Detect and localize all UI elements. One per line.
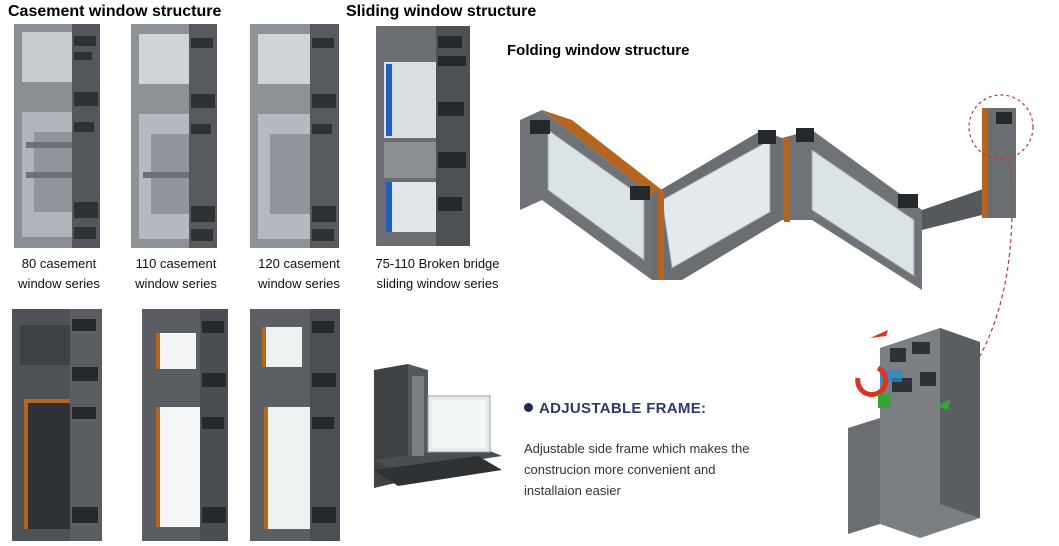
detail-callout-circle bbox=[966, 92, 1036, 162]
casement-110-caption: 110 casement window series bbox=[120, 254, 232, 294]
casement-120-profile-image bbox=[248, 22, 343, 250]
casement-110-wood-profile-image bbox=[140, 307, 232, 543]
bullet-icon bbox=[524, 403, 533, 412]
sliding-caption-line2: sliding window series bbox=[376, 276, 499, 291]
casement-heading: Casement window structure bbox=[8, 3, 222, 20]
sliding-heading: Sliding window structure bbox=[346, 3, 537, 20]
sliding-corner-detail-image bbox=[368, 360, 508, 500]
casement-120-caption-line2: window series bbox=[258, 276, 340, 291]
adjustable-frame-desc-line3: installaion easier bbox=[524, 483, 621, 498]
casement-80-caption: 80 casement window series bbox=[4, 254, 114, 294]
casement-110-profile-image bbox=[129, 22, 221, 250]
casement-120-caption-line1: 120 casement bbox=[258, 256, 340, 271]
sliding-profile-image bbox=[374, 22, 474, 250]
casement-110-caption-line2: window series bbox=[135, 276, 217, 291]
casement-110-caption-line1: 110 casement bbox=[135, 256, 217, 271]
adjustable-frame-profile-image bbox=[840, 318, 1010, 540]
sliding-caption: 75-110 Broken bridge sliding window seri… bbox=[365, 254, 510, 294]
folding-heading: Folding window structure bbox=[507, 42, 690, 59]
casement-80-wood-profile-image bbox=[10, 307, 105, 543]
adjustable-frame-title-text: ADJUSTABLE FRAME: bbox=[539, 400, 707, 417]
casement-80-caption-line2: window series bbox=[18, 276, 100, 291]
sliding-caption-line1: 75-110 Broken bridge bbox=[375, 256, 500, 271]
adjustable-frame-desc-line1: Adjustable side frame which makes the bbox=[524, 441, 750, 456]
casement-120-caption: 120 casement window series bbox=[243, 254, 355, 294]
adjustable-frame-description: Adjustable side frame which makes the co… bbox=[524, 438, 784, 501]
adjustable-frame-title: ADJUSTABLE FRAME: bbox=[524, 400, 706, 417]
casement-80-profile-image bbox=[12, 22, 104, 250]
casement-80-caption-line1: 80 casement bbox=[21, 256, 97, 271]
folding-window-image bbox=[512, 90, 1032, 290]
adjustable-frame-desc-line2: construcion more convenient and bbox=[524, 462, 716, 477]
casement-120-wood-profile-image bbox=[248, 307, 343, 543]
detail-callout-line bbox=[960, 160, 1030, 360]
